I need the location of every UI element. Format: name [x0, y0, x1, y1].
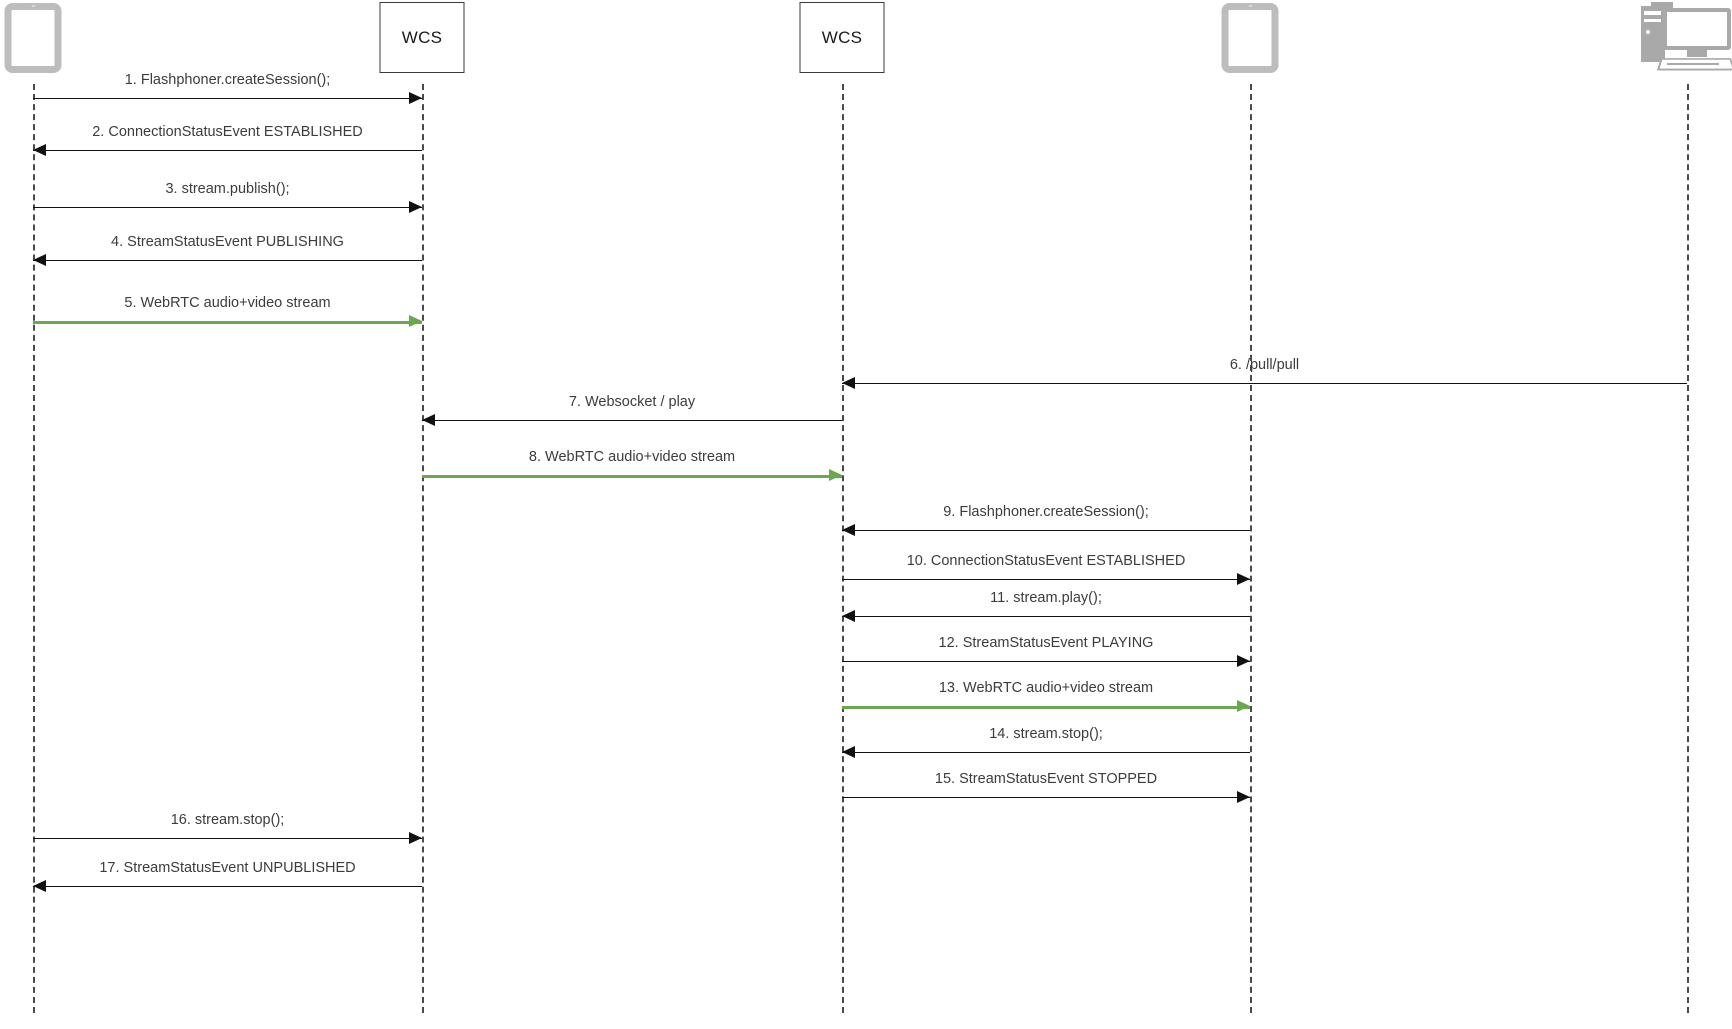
message-arrowhead-17	[33, 880, 46, 892]
message-line-10	[842, 579, 1250, 580]
tablet-icon	[1221, 3, 1279, 73]
message-arrowhead-11	[842, 610, 855, 622]
message-arrowhead-8	[829, 469, 842, 481]
message-label-9: 9. Flashphoner.createSession();	[943, 504, 1149, 520]
message-label-10: 10. ConnectionStatusEvent ESTABLISHED	[906, 553, 1186, 569]
message-line-16	[33, 838, 422, 839]
message-arrowhead-4	[33, 254, 46, 266]
message-line-14	[842, 752, 1250, 753]
message-line-13	[842, 706, 1250, 709]
message-label-3: 3. stream.publish();	[165, 181, 290, 197]
message-arrowhead-7	[422, 414, 435, 426]
message-line-7	[422, 420, 842, 421]
message-label-15: 15. StreamStatusEvent STOPPED	[934, 771, 1158, 787]
participant-tablet-left	[4, 3, 62, 73]
message-line-3	[33, 207, 422, 208]
message-line-12	[842, 661, 1250, 662]
message-line-9	[842, 530, 1250, 531]
message-arrowhead-2	[33, 144, 46, 156]
message-arrowhead-12	[1237, 655, 1250, 667]
message-arrowhead-1	[409, 92, 422, 104]
message-arrowhead-10	[1237, 573, 1250, 585]
message-label-16: 16. stream.stop();	[170, 812, 285, 828]
message-line-11	[842, 616, 1250, 617]
message-label-1: 1. Flashphoner.createSession();	[124, 72, 331, 88]
lifeline-wcs-2	[842, 84, 844, 1013]
message-label-12: 12. StreamStatusEvent PLAYING	[938, 635, 1154, 651]
message-line-8	[422, 475, 842, 478]
message-arrowhead-5	[409, 315, 422, 327]
message-label-6: 6. /pull/pull	[1229, 357, 1300, 373]
message-arrowhead-14	[842, 746, 855, 758]
message-label-4: 4. StreamStatusEvent PUBLISHING	[111, 234, 344, 250]
message-line-15	[842, 797, 1250, 798]
participant-label-wcs-2: WCS	[799, 2, 885, 73]
message-label-5: 5. WebRTC audio+video stream	[124, 295, 331, 311]
lifeline-tablet-right	[1250, 84, 1252, 1013]
message-arrowhead-15	[1237, 791, 1250, 803]
participant-wcs-2: WCS	[799, 2, 885, 73]
message-line-17	[33, 886, 422, 887]
message-line-5	[33, 321, 422, 324]
participant-tablet-right	[1221, 3, 1279, 73]
desktop-computer-icon	[1641, 2, 1732, 74]
message-arrowhead-3	[409, 201, 422, 213]
message-label-13: 13. WebRTC audio+video stream	[938, 680, 1154, 696]
message-arrowhead-9	[842, 524, 855, 536]
lifeline-tablet-left	[33, 84, 35, 1013]
message-label-17: 17. StreamStatusEvent UNPUBLISHED	[99, 860, 356, 876]
message-label-8: 8. WebRTC audio+video stream	[528, 449, 736, 465]
message-line-1	[33, 98, 422, 99]
participant-wcs-1: WCS	[379, 2, 465, 73]
message-label-11: 11. stream.play();	[990, 590, 1102, 606]
message-line-2	[33, 150, 422, 151]
message-arrowhead-13	[1237, 700, 1250, 712]
message-arrowhead-16	[409, 832, 422, 844]
message-label-14: 14. stream.stop();	[989, 726, 1103, 742]
message-arrowhead-6	[842, 377, 855, 389]
participant-desktop	[1641, 2, 1732, 74]
participant-label-wcs-1: WCS	[379, 2, 465, 73]
message-line-6	[842, 383, 1687, 384]
lifeline-wcs-1	[422, 84, 424, 1013]
message-line-4	[33, 260, 422, 261]
message-label-7: 7. Websocket / play	[568, 394, 696, 410]
tablet-icon	[4, 3, 62, 73]
lifeline-desktop	[1687, 84, 1689, 1013]
message-label-2: 2. ConnectionStatusEvent ESTABLISHED	[92, 124, 363, 140]
